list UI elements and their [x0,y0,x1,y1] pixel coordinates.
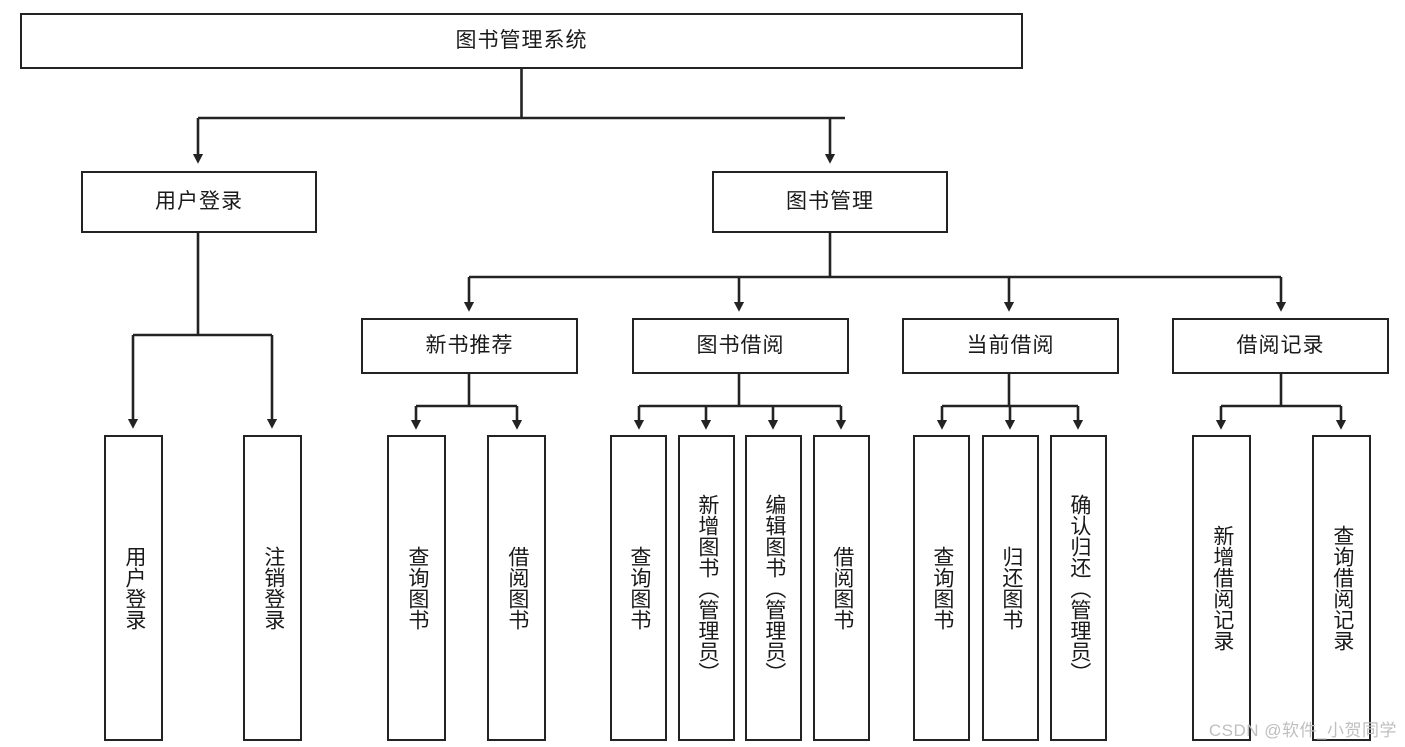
node-new-book-recommend[interactable]: 新书推荐 [361,318,578,374]
leaf-node-label: 查询借阅记录 [1330,525,1354,651]
node-book-borrow-label: 图书借阅 [696,333,785,357]
leaf-node-label: 借阅图书 [505,546,529,630]
node-user-login-label: 用户登录 [155,189,243,213]
leaf-node-label: 新增借阅记录 [1210,525,1234,651]
node-book-borrow[interactable]: 图书借阅 [632,318,849,374]
leaf-node-label: 用户登录 [122,546,146,630]
leaf-node-label: 归还图书 [999,546,1023,630]
node-new-book-recommend-label: 新书推荐 [425,333,514,357]
node-current-borrow[interactable]: 当前借阅 [902,318,1119,374]
node-user-login[interactable]: 用户登录 [81,171,317,233]
leaf-node-label: 新增图书（管理员） [695,493,719,683]
leaf-node-label: 注销登录 [261,546,285,630]
leaf-node-label: 查询图书 [930,546,954,630]
node-book-manage[interactable]: 图书管理 [712,171,948,233]
leaf-node-label: 借阅图书 [830,546,854,630]
leaf-node-label: 查询图书 [627,546,651,630]
leaf-node[interactable]: 确认归还（管理员） [1050,435,1107,741]
node-root[interactable]: 图书管理系统 [20,13,1023,69]
node-book-manage-label: 图书管理 [786,189,874,213]
leaf-node-label: 查询图书 [405,546,429,630]
node-root-label: 图书管理系统 [455,28,588,52]
node-borrow-record[interactable]: 借阅记录 [1172,318,1389,374]
leaf-node[interactable]: 用户登录 [104,435,163,741]
leaf-node[interactable]: 查询图书 [913,435,970,741]
leaf-node[interactable]: 借阅图书 [487,435,546,741]
leaf-node[interactable]: 查询图书 [387,435,446,741]
leaf-node[interactable]: 新增图书（管理员） [678,435,735,741]
watermark-text: CSDN @软件_小贺同学 [1208,721,1397,740]
leaf-node-label: 编辑图书（管理员） [762,493,786,683]
leaf-node-label: 确认归还（管理员） [1067,493,1091,683]
node-current-borrow-label: 当前借阅 [966,333,1055,357]
leaf-node[interactable]: 注销登录 [243,435,302,741]
leaf-node[interactable]: 借阅图书 [813,435,870,741]
leaf-node[interactable]: 归还图书 [982,435,1039,741]
leaf-node[interactable]: 查询借阅记录 [1312,435,1371,741]
leaf-node[interactable]: 新增借阅记录 [1192,435,1251,741]
leaf-node[interactable]: 查询图书 [610,435,667,741]
node-borrow-record-label: 借阅记录 [1236,333,1325,357]
leaf-node[interactable]: 编辑图书（管理员） [745,435,802,741]
